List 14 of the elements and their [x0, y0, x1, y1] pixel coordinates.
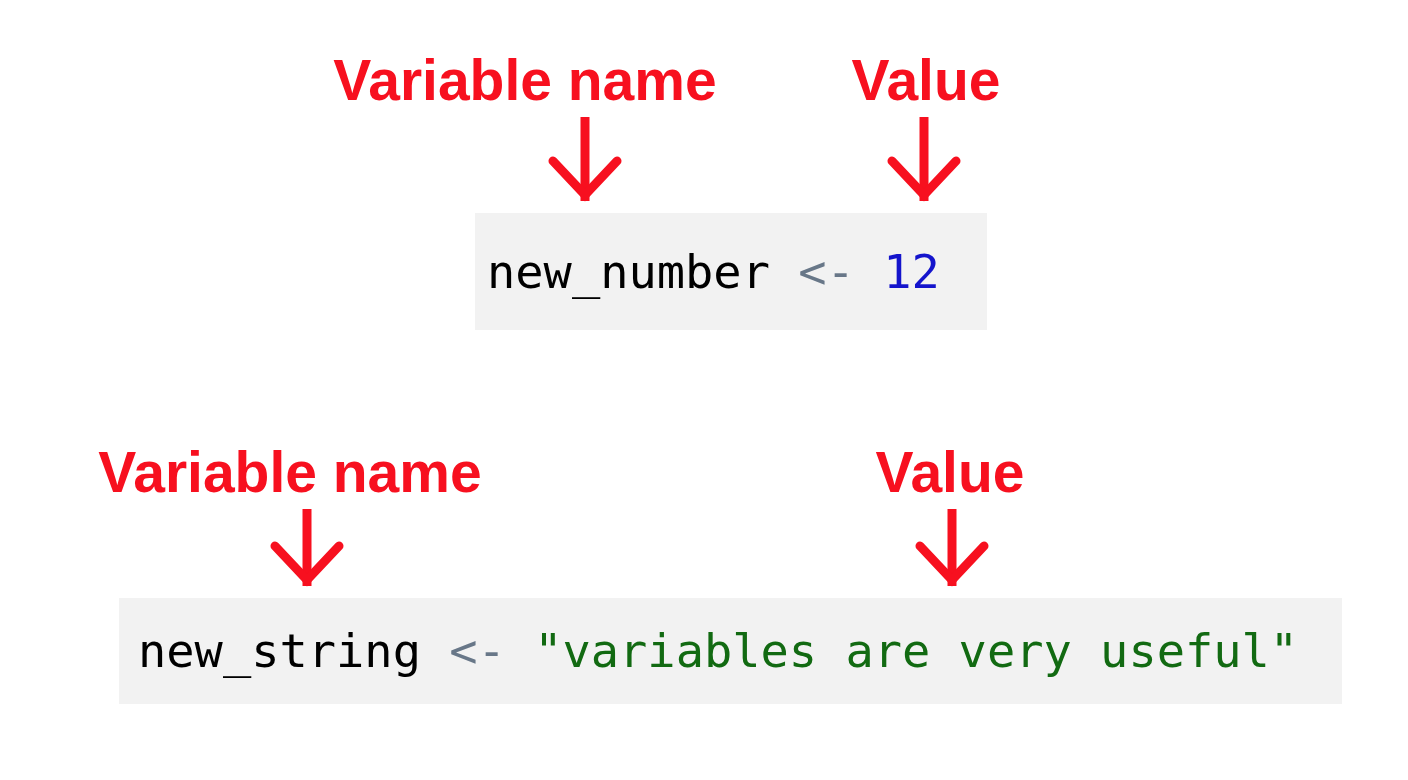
- number-literal: 12: [883, 244, 940, 299]
- callout-label: Value: [875, 444, 1025, 501]
- assignment-operator: <-: [798, 244, 855, 299]
- assignment-operator: <-: [449, 623, 506, 678]
- identifier-text: new_number: [487, 244, 770, 299]
- arrow: [887, 117, 961, 201]
- arrow: [915, 509, 989, 586]
- callout-label: Value: [851, 52, 1001, 109]
- arrow: [270, 509, 344, 586]
- arrow: [548, 117, 622, 201]
- string-literal: "variables are very useful": [534, 623, 1299, 678]
- identifier-text: new_string: [138, 623, 421, 678]
- callout-label: Variable name: [98, 444, 482, 501]
- callout-label: Variable name: [333, 52, 717, 109]
